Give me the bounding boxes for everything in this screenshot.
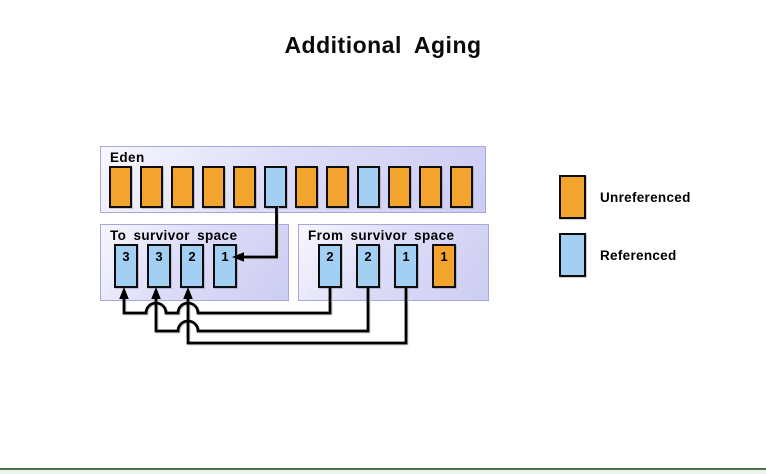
memory-block <box>109 166 132 208</box>
memory-block <box>295 166 318 208</box>
legend-item-unreferenced: Unreferenced <box>559 175 691 219</box>
memory-block <box>388 166 411 208</box>
footer-strip <box>0 470 766 474</box>
to-survivor-label: To survivor space <box>110 228 238 243</box>
memory-block-aged: 3 <box>114 244 138 288</box>
memory-block-aged: 2 <box>180 244 204 288</box>
memory-block <box>326 166 349 208</box>
memory-block-aged: 2 <box>356 244 380 288</box>
to-survivor-panel: To survivor space 3 3 2 1 <box>100 224 289 301</box>
page-title: Additional Aging <box>284 32 482 58</box>
block-age-label: 1 <box>221 249 229 264</box>
eden-label: Eden <box>110 150 145 165</box>
block-age-label: 1 <box>440 249 448 264</box>
legend-label: Unreferenced <box>600 189 691 205</box>
memory-block <box>171 166 194 208</box>
from-survivor-panel: From survivor space 2 2 1 1 <box>298 224 489 301</box>
block-age-label: 3 <box>122 249 130 264</box>
block-age-label: 2 <box>188 249 196 264</box>
block-age-label: 3 <box>155 249 163 264</box>
memory-block-aged: 1 <box>213 244 237 288</box>
memory-block-aged: 3 <box>147 244 171 288</box>
unreferenced-swatch <box>559 175 586 219</box>
memory-block-aged: 2 <box>318 244 342 288</box>
eden-panel: Eden <box>100 146 486 213</box>
eden-blocks <box>109 166 473 208</box>
referenced-swatch <box>559 233 586 277</box>
from-survivor-blocks: 2 2 1 1 <box>318 244 456 288</box>
memory-block <box>140 166 163 208</box>
memory-block <box>264 166 287 208</box>
to-survivor-blocks: 3 3 2 1 <box>114 244 237 288</box>
memory-block <box>450 166 473 208</box>
memory-block <box>233 166 256 208</box>
block-age-label: 2 <box>364 249 372 264</box>
legend-item-referenced: Referenced <box>559 233 677 277</box>
block-age-label: 2 <box>326 249 334 264</box>
block-age-label: 1 <box>402 249 410 264</box>
memory-block-aged: 1 <box>394 244 418 288</box>
memory-block <box>202 166 225 208</box>
footer-divider-line <box>0 468 766 470</box>
memory-block <box>357 166 380 208</box>
memory-block-aged: 1 <box>432 244 456 288</box>
from-survivor-label: From survivor space <box>308 228 455 243</box>
memory-block <box>419 166 442 208</box>
legend-label: Referenced <box>600 247 677 263</box>
